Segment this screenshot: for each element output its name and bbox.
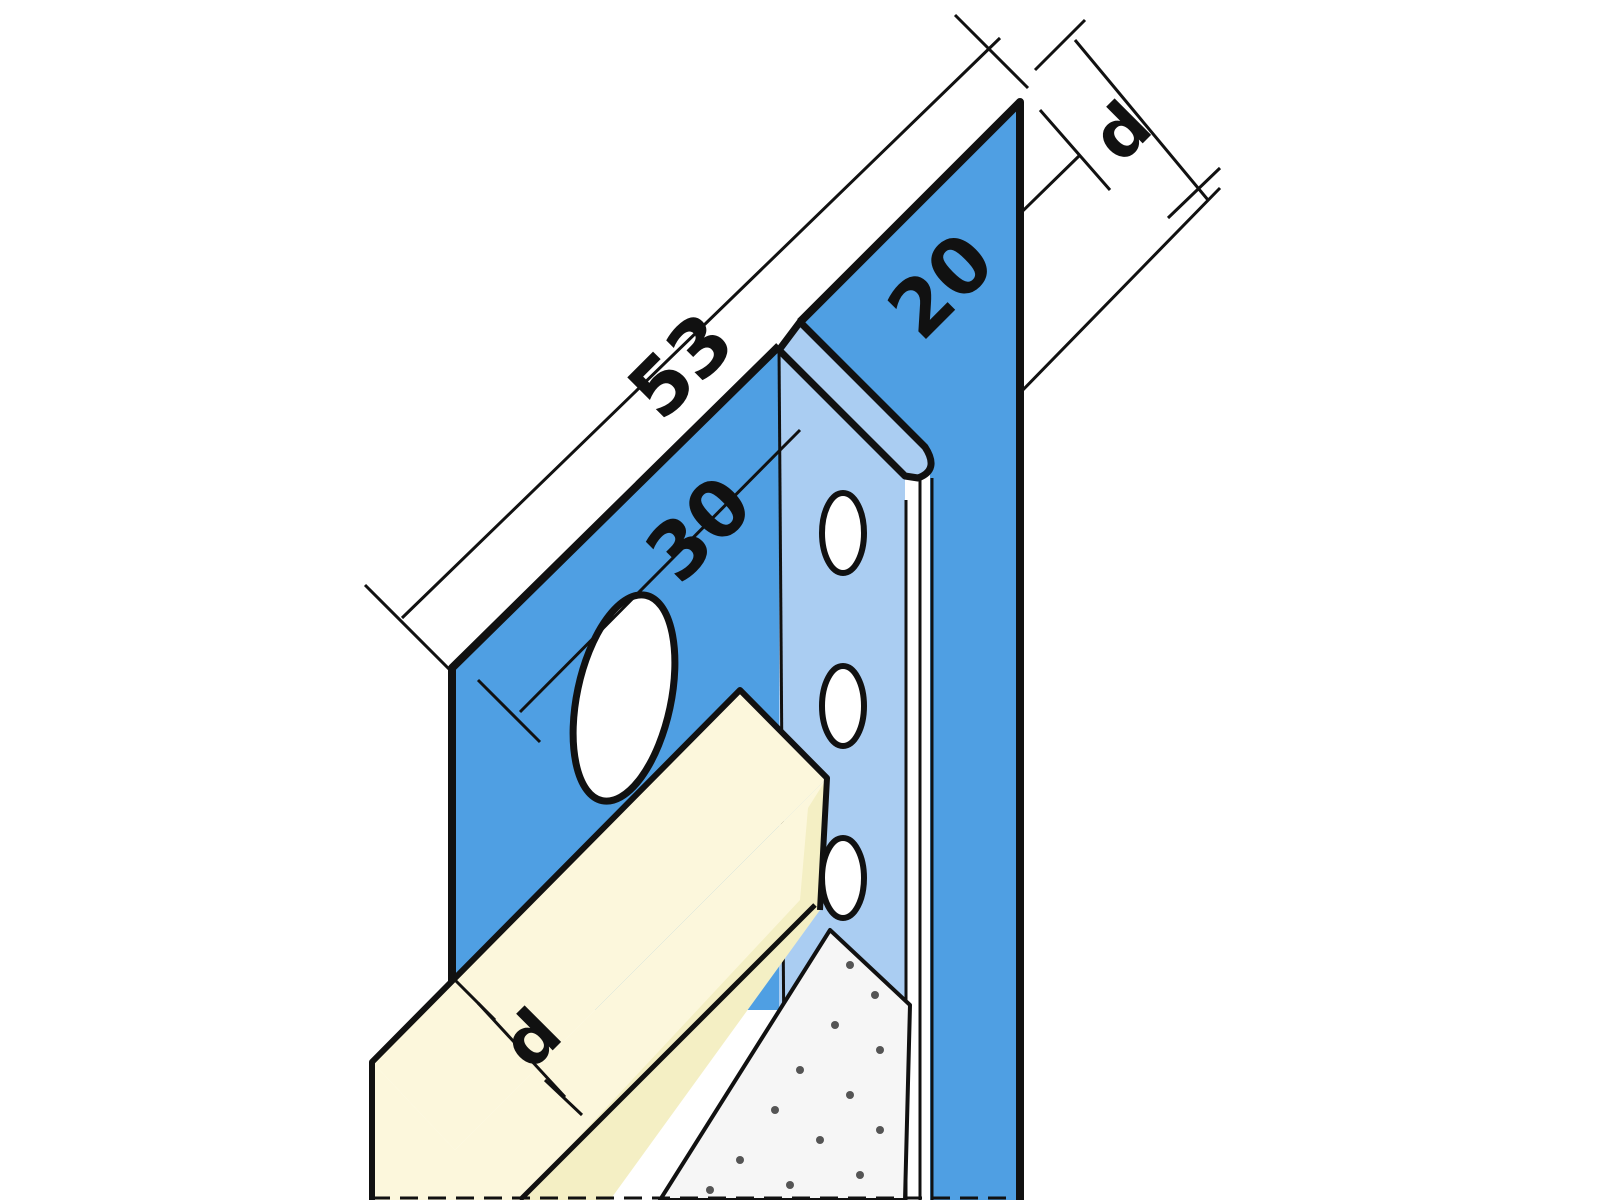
extension-line-left-53: [363, 583, 462, 682]
extension-line-30: [476, 678, 542, 744]
dimension-line-53: [400, 36, 1002, 620]
dimension-d-bottom: [453, 978, 584, 1117]
dimension-line-30: [518, 428, 802, 714]
extension-line-d-top-1: [1033, 18, 1087, 72]
return-flange-20: [775, 98, 1024, 1200]
board-top-face: [372, 690, 827, 1150]
dimension-30: [476, 428, 802, 744]
dimension-line-d-bottom: [476, 1001, 567, 1099]
small-hole-2: [819, 663, 867, 749]
extension-line-d-top-2: [1166, 166, 1222, 220]
extension-line-20: [1038, 109, 1112, 191]
mesh-dots: [706, 961, 884, 1194]
dimension-d-top: [1033, 18, 1222, 220]
insulation-board: [369, 687, 1020, 1200]
small-hole-3: [819, 835, 867, 921]
mesh-face: [658, 928, 912, 1200]
return-outline: [797, 98, 1024, 1200]
dimension-line-d-top: [1073, 39, 1210, 201]
label-d-top: d: [1077, 87, 1167, 177]
large-hole: [569, 591, 679, 805]
board-edge-line: [518, 903, 817, 1200]
plaster-mesh: [658, 928, 912, 1200]
small-hole-1: [819, 490, 867, 576]
board-outline: [369, 687, 830, 1200]
flange-outline: [448, 343, 782, 1010]
extension-line-right-53: [953, 13, 1030, 90]
dimension-53: [363, 13, 1030, 682]
profile-nose: [775, 318, 935, 482]
